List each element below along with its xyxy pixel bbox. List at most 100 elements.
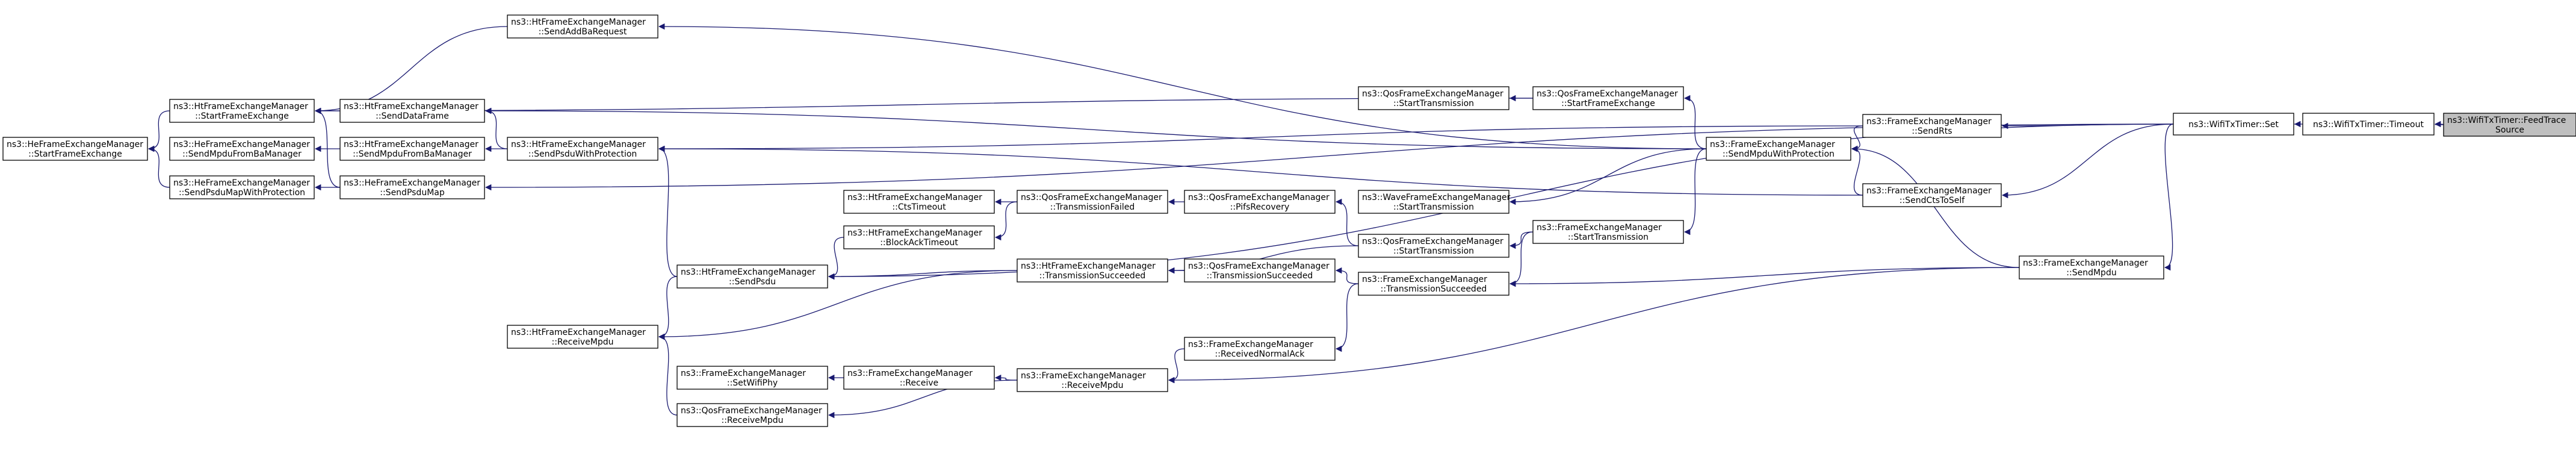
edge-fem_starttransmission-to-fem_transmissionsucceeded [1509, 231, 1534, 287]
node-qfem_starttransmission_left[interactable]: ns3::QosFrameExchangeManager::StartTrans… [1358, 234, 1509, 258]
node-label-line: ns3::HtFrameExchangeManager [847, 228, 982, 238]
node-htfem_transmissionsucceeded[interactable]: ns3::HtFrameExchangeManager::Transmissio… [1017, 258, 1168, 283]
node-label-line: ns3::FrameExchangeManager [847, 369, 973, 378]
edge-fem_starttransmission-to-qfem_starttransmission_left [1509, 231, 1534, 249]
node-htfem_sendpsdu[interactable]: ns3::HtFrameExchangeManager::SendPsdu [677, 264, 828, 289]
edge-fem_transmissionsucceeded-to-fem_receivednormalack [1335, 283, 1359, 352]
node-fem_sendmpduwithprot[interactable]: ns3::FrameExchangeManager::SendMpduWithP… [1706, 137, 1851, 161]
node-label-line: ::StartTransmission [1393, 202, 1474, 212]
node-box [169, 137, 315, 161]
node-box [339, 137, 485, 161]
node-box [339, 99, 485, 123]
node-label-line: ns3::HtFrameExchangeManager [173, 102, 308, 111]
node-label-line: ::SendCtsToSelf [1899, 196, 1965, 205]
node-label-line: ns3::HtFrameExchangeManager [344, 140, 478, 149]
node-hefem_sendpsdumapwithprot[interactable]: ns3::HeFrameExchangeManager::SendPsduMap… [169, 175, 315, 199]
node-box [1017, 258, 1168, 283]
node-label-line: ns3::QosFrameExchangeManager [1362, 237, 1503, 246]
node-label-line: ns3::WifiTxTimer::Timeout [2313, 120, 2424, 130]
node-label-line: ::StartTransmission [1568, 233, 1649, 242]
edge-htfem_startframeexchange-to-hefem_startframeexchange [147, 110, 170, 152]
node-box [677, 264, 828, 289]
node-label-line: ::BlockAckTimeout [880, 238, 958, 248]
edge-htfem_sendpsdu-to-htfem_sendpsduwithprot [658, 145, 678, 277]
node-box [2443, 113, 2576, 137]
node-qfem_receivempdu_bottom[interactable]: ns3::QosFrameExchangeManager::ReceiveMpd… [677, 403, 828, 427]
node-label-line: ns3::HtFrameExchangeManager [511, 17, 646, 27]
node-htfem_blockacktimeout[interactable]: ns3::HtFrameExchangeManager::BlockAckTim… [843, 225, 995, 249]
node-box [1184, 337, 1336, 361]
node-label-line: ::ReceivedNormalAck [1215, 349, 1305, 359]
node-qfem_starttransmission[interactable]: ns3::QosFrameExchangeManager::StartTrans… [1358, 86, 1509, 110]
node-fem_receivempdu[interactable]: ns3::FrameExchangeManager::ReceiveMpdu [1017, 368, 1168, 392]
edge-readtrace-to-timeout [2434, 120, 2444, 128]
node-box [843, 190, 995, 214]
node-qfem_pifsrecovery[interactable]: ns3::QosFrameExchangeManager::PifsRecove… [1184, 190, 1336, 214]
node-wave_starttransmission[interactable]: ns3::WaveFrameExchangeManager::StartTran… [1358, 190, 1511, 214]
edge-set-to-fem_sendmpdu [2164, 123, 2174, 271]
node-set[interactable]: ns3::WifiTxTimer::Set [2173, 113, 2294, 136]
edge-hefem_sendpsdumapwithprot-to-hefem_startframeexchange [147, 145, 170, 188]
edge-fem_sendmpduwithprot-to-htfem_senddataframe [485, 107, 1707, 149]
node-htfem_ctstimeout[interactable]: ns3::HtFrameExchangeManager::CtsTimeout [843, 190, 995, 214]
edge-fem_sendmpduwithprot-to-fem_starttransmission [1683, 148, 1707, 236]
node-hefem_startframeexchange[interactable]: ns3::HeFrameExchangeManager::StartFrameE… [2, 137, 148, 161]
node-qfem_transmissionsucceeded[interactable]: ns3::QosFrameExchangeManager::Transmissi… [1184, 258, 1336, 283]
node-fem_sendrts[interactable]: ns3::FrameExchangeManager::SendRts [1862, 114, 2002, 138]
edge-qfem_startframeexchange-to-htfem_startframeexchange [314, 98, 1534, 114]
edge-fem_sendmpdu-to-fem_sendmpduwithprot [1851, 145, 2020, 268]
node-htfem_sendpsduwithprot[interactable]: ns3::HtFrameExchangeManager::SendPsduWit… [507, 137, 658, 161]
node-box [843, 366, 995, 390]
edge-qfem_starttransmission_left-to-qfem_pifsrecovery [1335, 198, 1359, 246]
node-htfem_senddataframe[interactable]: ns3::HtFrameExchangeManager::SendDataFra… [339, 99, 485, 123]
node-label-line: ::TransmissionSucceeded [1381, 284, 1487, 294]
node-box [2019, 255, 2164, 280]
node-label-line: ::ReceiveMpdu [722, 416, 784, 425]
edge-htfem_blockacktimeout-to-htfem_sendpsdu [828, 237, 844, 280]
edge-qfem_transmissionfailed-to-htfem_blockacktimeout [994, 201, 1018, 241]
node-label-line: ::TransmissionFailed [1050, 202, 1135, 212]
edge-fem_sendmpdu-to-fem_receivempdu [1168, 267, 2020, 384]
node-label-line: ns3::QosFrameExchangeManager [1188, 261, 1330, 271]
node-label-line: ns3::FrameExchangeManager [1021, 371, 1146, 381]
node-fem_sendctstoself[interactable]: ns3::FrameExchangeManager::SendCtsToSelf [1862, 183, 2002, 207]
node-fem_sendmpdu[interactable]: ns3::FrameExchangeManager::SendMpdu [2019, 255, 2164, 280]
node-box [1017, 190, 1168, 214]
node-label-line: ns3::HtFrameExchangeManager [681, 267, 816, 277]
node-timeout[interactable]: ns3::WifiTxTimer::Timeout [2302, 113, 2435, 136]
node-htfem_startframeexchange[interactable]: ns3::HtFrameExchangeManager::StartFrameE… [169, 99, 315, 123]
node-fem_setwifiphy[interactable]: ns3::FrameExchangeManager::SetWifiPhy [677, 366, 828, 390]
node-fem_receivednormalack[interactable]: ns3::FrameExchangeManager::ReceivedNorma… [1184, 337, 1336, 361]
node-box [1184, 258, 1336, 283]
node-htfem_sendmpdufromba[interactable]: ns3::HtFrameExchangeManager::SendMpduFro… [339, 137, 485, 161]
node-qfem_transmissionfailed[interactable]: ns3::QosFrameExchangeManager::Transmissi… [1017, 190, 1168, 214]
node-htfem_sendaddbarequest[interactable]: ns3::HtFrameExchangeManager::SendAddBaRe… [507, 14, 658, 39]
node-box [1017, 368, 1168, 392]
node-label-line: ns3::HtFrameExchangeManager [847, 193, 982, 202]
node-qfem_startframeexchange[interactable]: ns3::QosFrameExchangeManager::StartFrame… [1532, 86, 1684, 110]
node-fem_transmissionsucceeded[interactable]: ns3::FrameExchangeManager::TransmissionS… [1358, 272, 1509, 296]
node-label-line: ns3::WifiTxTimer::Set [2188, 120, 2279, 130]
node-hefem_sendpsdumap[interactable]: ns3::HeFrameExchangeManager::SendPsduMap [339, 175, 485, 199]
node-label-line: Source [2495, 125, 2524, 135]
edge-fem_sendmpdu-to-fem_transmissionsucceeded [1509, 267, 2020, 287]
node-label-line: ns3::HtFrameExchangeManager [511, 328, 646, 337]
node-label-line: ::SendAddBaRequest [539, 27, 627, 37]
node-label-line: ns3::FrameExchangeManager [1710, 140, 1835, 149]
node-box [1358, 190, 1509, 214]
edge-htfem_sendpsduwithprot-to-htfem_senddataframe [485, 107, 508, 149]
node-htfem_receivempdu[interactable]: ns3::HtFrameExchangeManager::ReceiveMpdu [507, 325, 658, 349]
node-label-line: ns3::QosFrameExchangeManager [1537, 89, 1678, 99]
node-label-line: ::StartFrameExchange [195, 111, 289, 121]
edge-fem_sendctstoself-to-htfem_sendpsduwithprot [658, 145, 1863, 196]
node-fem_starttransmission[interactable]: ns3::FrameExchangeManager::StartTransmis… [1532, 220, 1684, 244]
node-fem_receive[interactable]: ns3::FrameExchangeManager::Receive [843, 366, 995, 390]
node-box [2302, 113, 2435, 136]
node-label-line: ns3::FrameExchangeManager [1866, 186, 1992, 196]
node-hefem_sendmpdufromba[interactable]: ns3::HeFrameExchangeManager::SendMpduFro… [169, 137, 315, 161]
edge-fem_sendctstoself-to-fem_sendmpduwithprot [1851, 145, 1863, 196]
node-label-line: ::TransmissionSucceeded [1039, 271, 1146, 281]
node-label-line: ::SendPsdu [729, 277, 776, 287]
node-box [843, 225, 995, 249]
